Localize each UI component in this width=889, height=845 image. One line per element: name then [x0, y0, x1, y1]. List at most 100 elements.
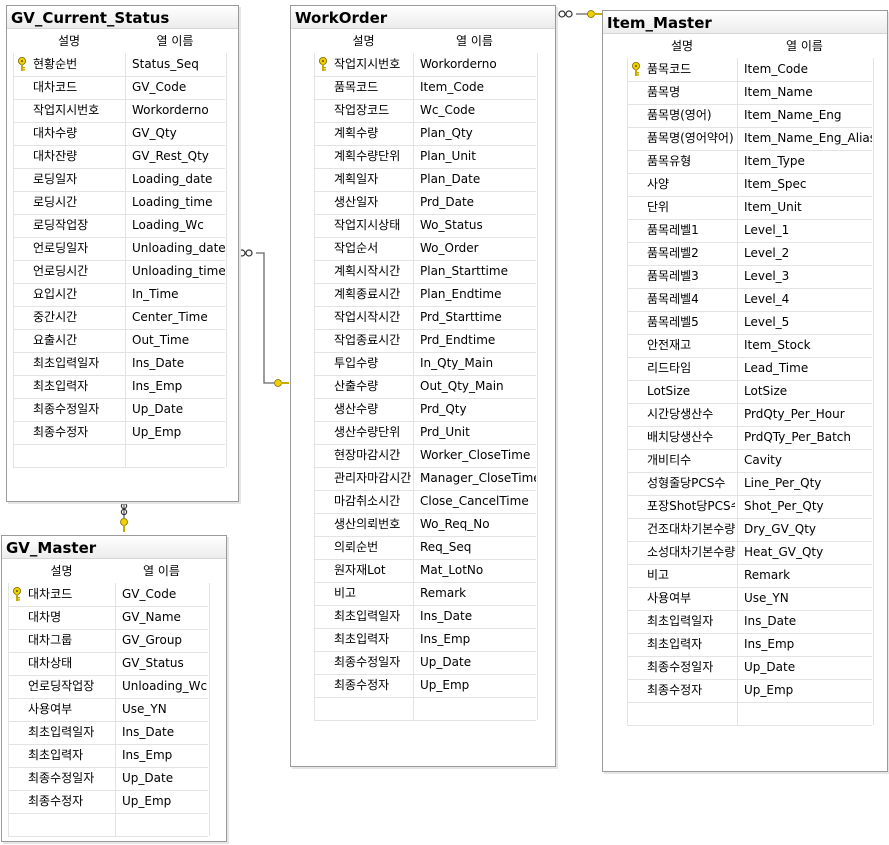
column-description: 대차명: [28, 610, 62, 624]
key-icon: [587, 10, 602, 18]
column-name: In_Qty_Main: [413, 352, 536, 375]
table-row[interactable]: [13, 444, 225, 468]
column-description: 계획일자: [334, 172, 379, 186]
column-description: 건조대차기본수량: [647, 522, 735, 536]
column-name: GV_Qty: [125, 122, 225, 145]
table-row[interactable]: [8, 813, 208, 837]
table-row[interactable]: [314, 697, 536, 721]
table-row[interactable]: 품목명(영어)Item_Name_Eng: [627, 104, 872, 128]
column-description: 품목명(영어): [647, 108, 712, 122]
grid-frame: [8, 583, 210, 836]
table-row[interactable]: 품목명(영어약어)Item_Name_Eng_Alias: [627, 127, 872, 151]
table-row[interactable]: [627, 702, 872, 726]
column-name: GV_Code: [125, 76, 225, 99]
